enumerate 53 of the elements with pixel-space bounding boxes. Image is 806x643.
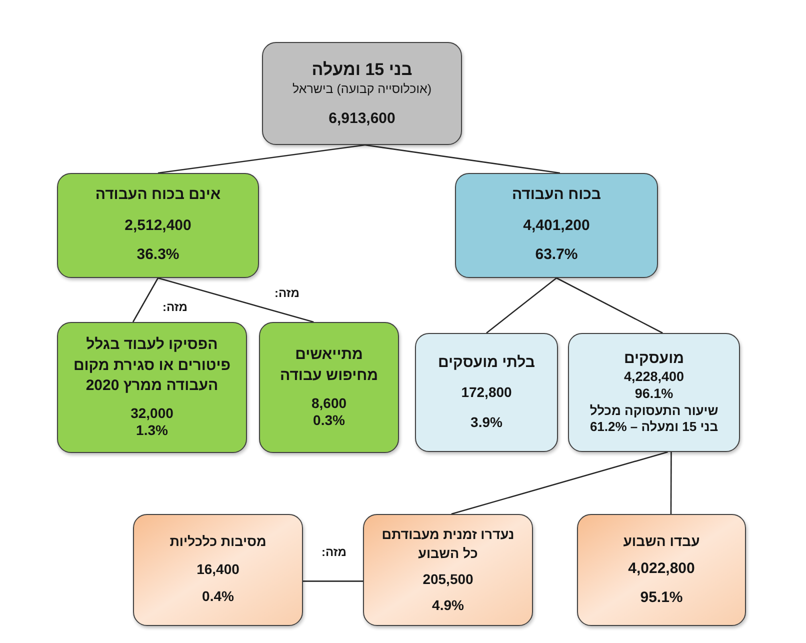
box-heading: בלתי מועסקים: [438, 354, 536, 372]
connector-line: [303, 580, 363, 582]
box-heading: מתייאשים מחיפוש עבודה: [279, 345, 379, 386]
category-box: [415, 333, 558, 452]
edge-label: מזה:: [320, 546, 348, 558]
box-text: 205,500: [422, 571, 474, 589]
category-box: [262, 42, 462, 145]
connector-line: [364, 144, 560, 174]
box-text: 96.1%: [634, 386, 674, 402]
edge-label: מזה:: [272, 287, 302, 299]
category-box: [577, 514, 746, 626]
box-text: 0.3%: [313, 412, 345, 430]
box-heading: בני 15 ומעלה: [312, 58, 412, 80]
box-heading: הפסיקו לעבוד בגלל פיטורים או סגירת מקום העבודה ממרץ 2020: [72, 335, 232, 396]
box-heading: בכוח העבודה: [512, 186, 602, 206]
box-text: 2,512,400: [124, 217, 192, 236]
category-box: [455, 173, 658, 278]
connector-line: [158, 277, 314, 323]
category-box: [363, 514, 533, 626]
box-text: 8,600: [311, 394, 347, 412]
box-text: 95.1%: [640, 588, 683, 608]
box-text: 4.9%: [432, 596, 464, 614]
box-text: שיעור התעסוקה מכלל בני 15 ומעלה – 61.2%: [588, 402, 720, 435]
box-heading: מועסקים: [624, 350, 684, 369]
box-text: 3.9%: [470, 414, 502, 432]
category-box: [57, 322, 247, 453]
box-text: 36.3%: [136, 246, 180, 265]
connector-line: [486, 277, 557, 334]
box-text: 32,000: [130, 404, 174, 422]
box-heading: נעדרו זמנית מעבודתם כל השבוע: [380, 526, 516, 562]
box-text: 16,400: [196, 560, 240, 578]
edge-label: מזה:: [160, 301, 190, 313]
category-box: [57, 173, 259, 278]
category-box: [568, 333, 740, 452]
box-heading: מסיבות כלכליות: [170, 534, 266, 551]
connector-line: [132, 278, 159, 322]
box-heading: אינם בכוח העבודה: [95, 186, 221, 206]
box-text: 0.4%: [202, 588, 234, 606]
box-text: 4,228,400: [624, 368, 684, 386]
box-text: 63.7%: [535, 246, 578, 265]
box-text: 172,800: [461, 384, 512, 402]
box-text: (אוכלוסייה קבועה) בישראל: [292, 82, 432, 98]
category-box: [133, 514, 303, 626]
connector-line: [556, 277, 663, 334]
box-text: 4,022,800: [628, 560, 695, 579]
connector-line: [670, 452, 672, 514]
box-text: 1.3%: [136, 422, 168, 440]
connector-line: [451, 451, 668, 515]
box-heading: עבדו השבוע: [623, 532, 700, 550]
connector-line: [158, 144, 366, 174]
category-box: [259, 322, 399, 453]
box-text: 4,401,200: [523, 217, 590, 236]
box-text: 6,913,600: [328, 110, 396, 128]
